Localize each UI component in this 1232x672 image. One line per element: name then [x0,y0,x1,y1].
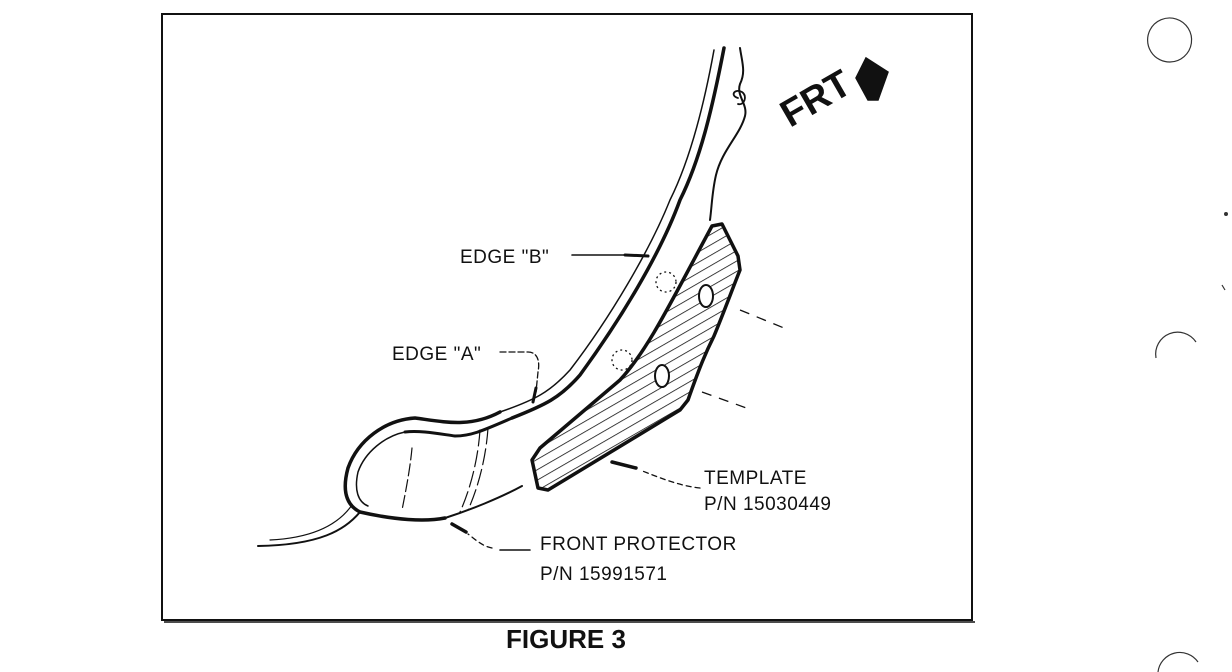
frt-label: FRT [774,62,859,135]
margin-dot [1223,212,1228,217]
figure-caption: FIGURE 3 [506,624,626,654]
template-part [530,222,785,492]
fender-outline [257,46,747,547]
front-direction-indicator: FRT [774,56,889,136]
binder-holes [1147,17,1228,672]
dotted-hole-lower [611,349,633,371]
protector-part-number: P/N 15991571 [540,564,668,585]
binder-hole-middle [1155,331,1197,359]
template-shape [530,222,742,492]
projection-line-lower [701,391,753,411]
dotted-hole-upper [655,271,677,293]
projection-line-upper [739,309,785,329]
template-hole-lower [654,364,670,388]
frt-arrow-icon [855,56,889,101]
leader-lines [450,253,701,551]
template-name-label: TEMPLATE [704,468,807,489]
binder-hole-bottom [1157,651,1199,672]
figure-frame [161,13,973,621]
edge-a-label: EDGE "A" [392,344,481,365]
template-part-number: P/N 15030449 [704,494,832,515]
binder-hole-top [1147,17,1193,63]
edge-b-label: EDGE "B" [460,247,549,268]
template-hole-upper [698,284,714,308]
protector-name-label: FRONT PROTECTOR [540,534,737,555]
margin-tick [1221,284,1226,291]
